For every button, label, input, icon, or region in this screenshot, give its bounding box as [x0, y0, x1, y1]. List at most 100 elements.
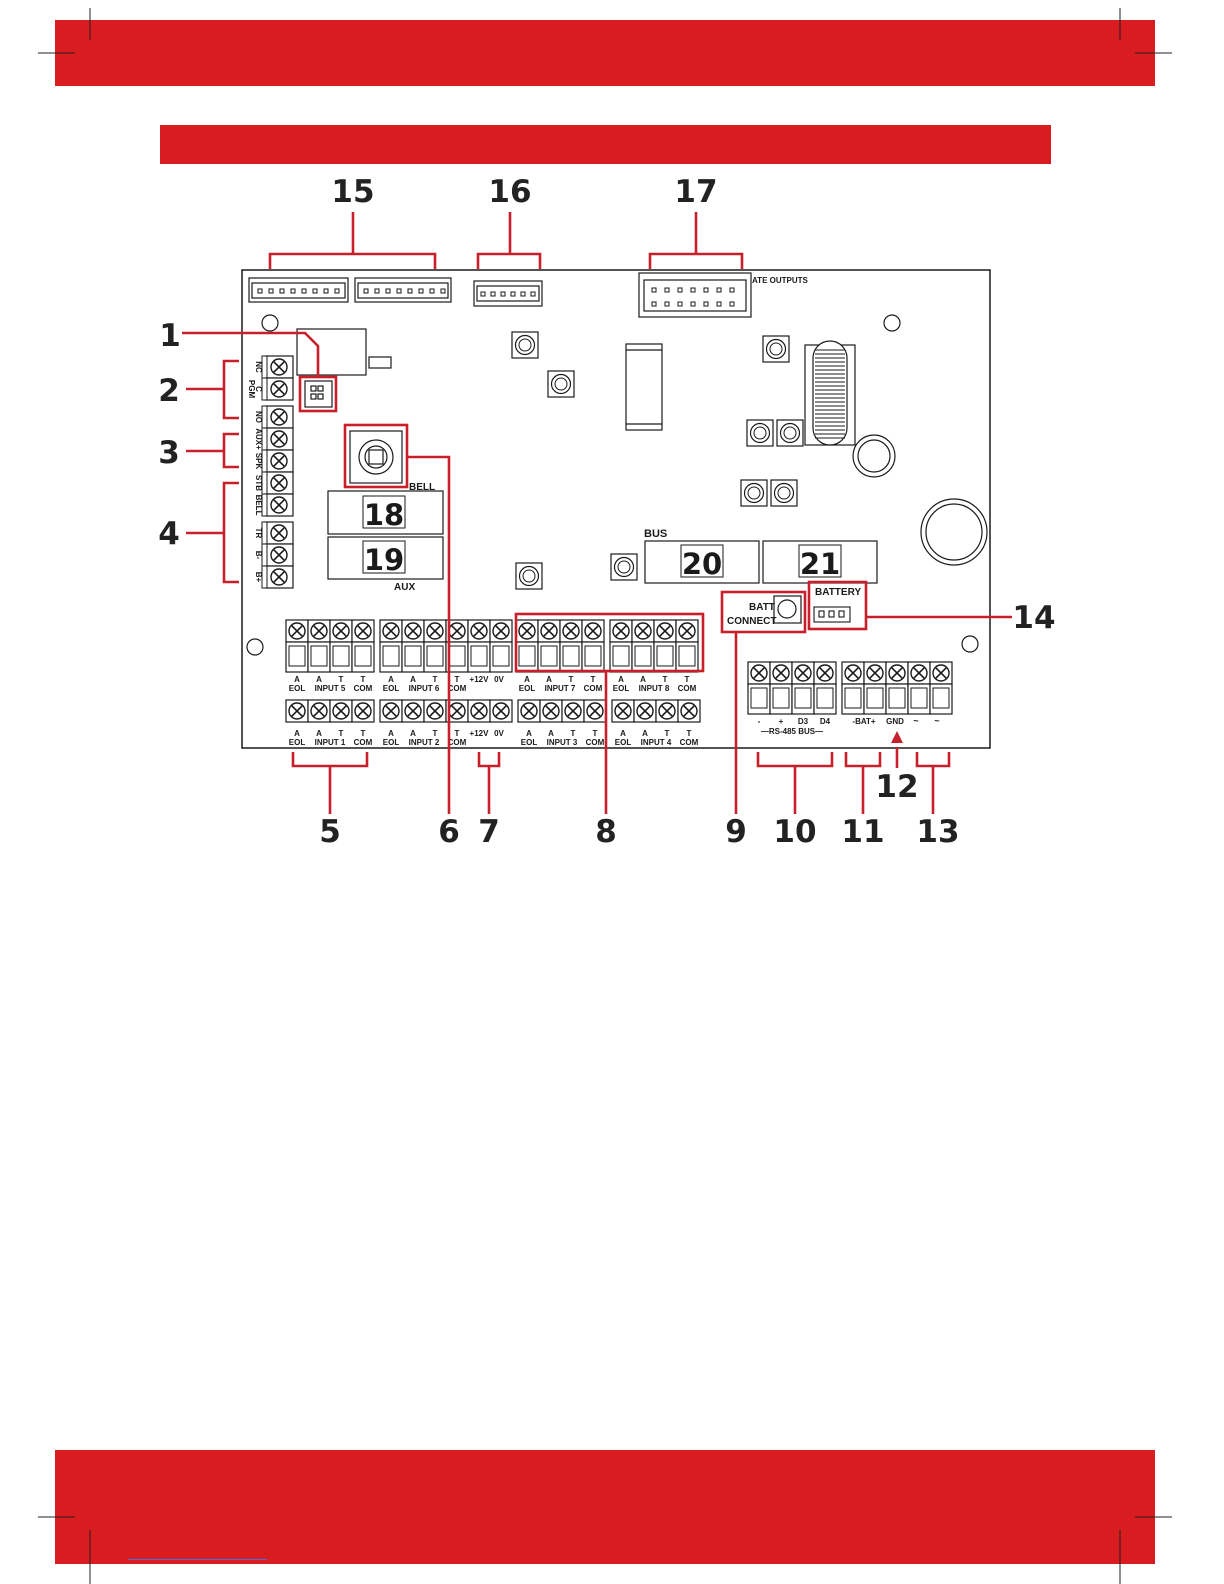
header-pin [418, 288, 424, 294]
section-title-bar [160, 125, 1051, 164]
input-terminal-bottom-slot [567, 705, 579, 717]
input-terminal-top-slot [429, 625, 441, 637]
input-label-a: A [620, 729, 626, 738]
left-terminal-0-slot [273, 361, 285, 373]
callout-7: 7 [478, 814, 500, 850]
header-pin [312, 288, 318, 294]
input-terminal-top-socket-hole [404, 645, 422, 667]
input-label-eol: EOL [613, 684, 630, 693]
outputs-label: ATE OUTPUTS [752, 276, 809, 285]
component-2-core [522, 569, 536, 583]
zero-v-label-bottom: 0V [494, 729, 504, 738]
header-pin [690, 287, 696, 293]
callout-leaders [182, 212, 1012, 814]
callout-12-arrowhead [891, 731, 903, 743]
input-terminal-top-socket-hole [448, 645, 466, 667]
input-terminal-top-socket-hole [332, 645, 350, 667]
input-label-eol: EOL [519, 684, 536, 693]
left-terminal-strip [261, 355, 294, 589]
input-label-a: A [618, 675, 624, 684]
left-terminal-8-slot [273, 549, 285, 561]
input-label-t: T [339, 729, 344, 738]
board-components [511, 331, 804, 590]
rs485-terminal-slot [775, 667, 787, 679]
input-terminal-bottom-slot [313, 705, 325, 717]
power-terminal-blocks [747, 661, 953, 715]
input-terminal-top-slot [615, 625, 627, 637]
callout-16: 16 [488, 174, 531, 210]
power-terminal-socket-hole [888, 687, 906, 709]
rs485-terminal-label-2: D3 [798, 717, 809, 726]
input-terminal-bottom-slot [617, 705, 629, 717]
header-pin [530, 291, 536, 297]
input-terminal-bottom-slot [335, 705, 347, 717]
input-label-a: A [640, 675, 646, 684]
header-pin [677, 287, 683, 293]
component-5-core [753, 426, 767, 440]
input-terminal-top-socket-hole [634, 645, 652, 667]
input-terminal-bottom-slot [357, 705, 369, 717]
header-pin [510, 291, 516, 297]
callout-10: 10 [773, 814, 816, 850]
power-terminal-slot [913, 667, 925, 679]
callout-11: 11 [841, 814, 884, 850]
callout-3: 3 [158, 435, 180, 471]
input-label-t: T [455, 675, 460, 684]
header-pin [334, 288, 340, 294]
component-1-core [554, 377, 568, 391]
callout-1: 1 [159, 318, 181, 354]
input-terminal-bottom-slot [661, 705, 673, 717]
input-label-a: A [642, 729, 648, 738]
rs485-terminal-slot [819, 667, 831, 679]
input-terminal-top-slot [451, 625, 463, 637]
power-terminal-slot [935, 667, 947, 679]
power-out-terminal-top-slot [473, 625, 485, 637]
input-terminal-top-socket-hole [562, 645, 580, 667]
input-terminal-top-socket-hole [354, 645, 372, 667]
left-terminal-6-slot [273, 499, 285, 511]
header-pin [290, 288, 296, 294]
rs485-terminal-socket-hole [750, 687, 768, 709]
input-label-input: INPUT 2 [409, 738, 440, 747]
left-terminal-label-0: NC [254, 361, 263, 373]
left-terminal-tab [261, 565, 268, 589]
header-pin [716, 301, 722, 307]
header-pin [729, 301, 735, 307]
input-terminal-top-slot [521, 625, 533, 637]
left-terminal-5-slot [273, 477, 285, 489]
left-terminal-label-8: B- [254, 551, 263, 560]
bell-label: BELL [409, 482, 435, 493]
callout-5: 5 [319, 814, 341, 850]
power-terminal-slot [869, 667, 881, 679]
input-terminal-bottom-slot [385, 705, 397, 717]
left-terminal-3-slot [273, 433, 285, 445]
input-terminal-top-slot [637, 625, 649, 637]
header-pin [490, 291, 496, 297]
header-pin [268, 288, 274, 294]
input-label-input: INPUT 4 [641, 738, 672, 747]
component-6-core [783, 426, 797, 440]
input-label-eol: EOL [521, 738, 538, 747]
callout-12: 12 [875, 769, 918, 805]
capacitor-bar [625, 343, 663, 431]
input-terminal-top-socket-hole [612, 645, 630, 667]
input-label-t: T [433, 675, 438, 684]
input-label-t: T [433, 729, 438, 738]
header-pin [500, 291, 506, 297]
callout-numbers: 1 2 3 4 5 6 7 8 9 10 11 12 13 14 15 16 1… [158, 174, 1055, 850]
input-terminal-top-slot [565, 625, 577, 637]
gnd-terminal-label: GND [886, 717, 904, 726]
input-label-com: COM [680, 738, 699, 747]
header-pin [323, 288, 329, 294]
input-terminal-top-socket-hole [678, 645, 696, 667]
input-terminal-top-slot [335, 625, 347, 637]
header-pin [301, 288, 307, 294]
input-terminal-bottom-slot [639, 705, 651, 717]
left-terminal-label-1: C [254, 386, 263, 392]
callout-4: 4 [158, 516, 180, 552]
top-red-banner [55, 20, 1155, 86]
power-terminal-socket-hole [910, 687, 928, 709]
